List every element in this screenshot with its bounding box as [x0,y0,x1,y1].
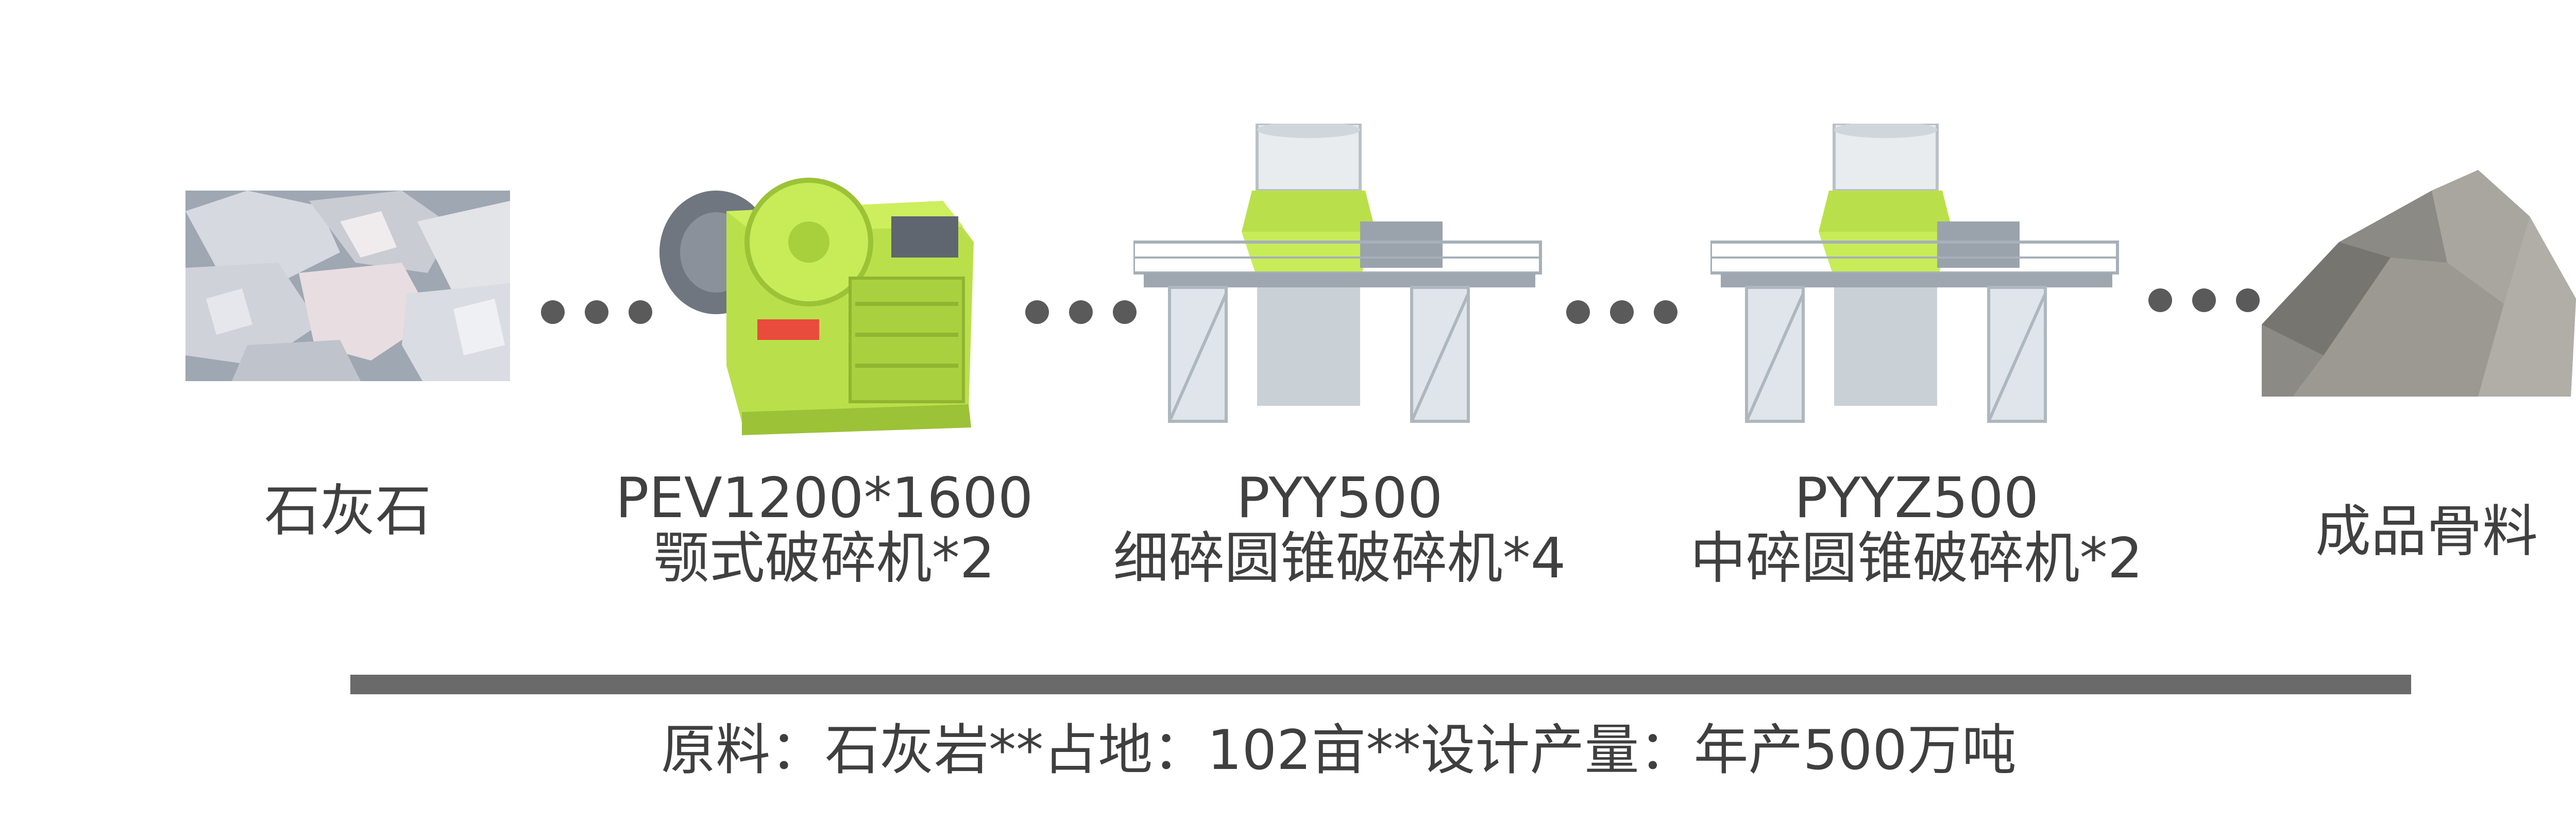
connector-dot [1654,300,1677,324]
step-model: PYY500 [1236,466,1443,530]
jaw-crusher-graphic [659,178,974,435]
fine-cone-crusher-graphic [1132,122,1542,423]
connector-dot [2148,288,2172,312]
step-name: 中碎圆锥破碎机*2 [1690,526,2143,591]
fine-cone-crusher-image [1132,122,1546,438]
connector-dot [2192,288,2216,312]
step-label-fine-cone-crusher: PYY500 细碎圆锥破碎机*4 [1097,466,1582,591]
limestone-image-graphic [185,191,510,381]
aggregate-pile-graphic [2262,170,2576,397]
connector-dot [1069,300,1093,324]
step-label-medium-cone-crusher: PYYZ500 中碎圆锥破碎机*2 [1674,466,2159,591]
step-label-raw-material: 石灰石 [232,479,464,543]
summary-caption: 原料：石灰岩**占地：102亩**设计产量：年产500万吨 [661,718,2016,782]
step-model: PYYZ500 [1794,466,2039,530]
step-label-product: 成品骨料 [2287,502,2566,562]
connector-dot [541,300,565,324]
step-label-jaw-crusher: PEV1200*1600 颚式破碎机*2 [608,466,1041,591]
step-name: 颚式破碎机*2 [653,526,995,591]
connector-dot [1566,300,1590,324]
step-model: PEV1200*1600 [615,466,1033,530]
step-name: 成品骨料 [2315,500,2538,564]
limestone-image [185,191,510,381]
step-name: 细碎圆锥破碎机*4 [1113,526,1566,591]
medium-cone-crusher-graphic [1709,122,2119,423]
connector-dot [1610,300,1634,324]
step-name: 石灰石 [264,479,431,543]
connector-dot [585,300,608,324]
connector-dot [629,300,652,324]
medium-cone-crusher-image [1709,122,2123,438]
connector-dot [2236,288,2260,312]
connector-dot [1113,300,1137,324]
jaw-crusher-image [654,170,994,438]
aggregate-pile-image [2262,170,2576,397]
connector-dot [1025,300,1049,324]
divider-bar [350,675,2411,694]
